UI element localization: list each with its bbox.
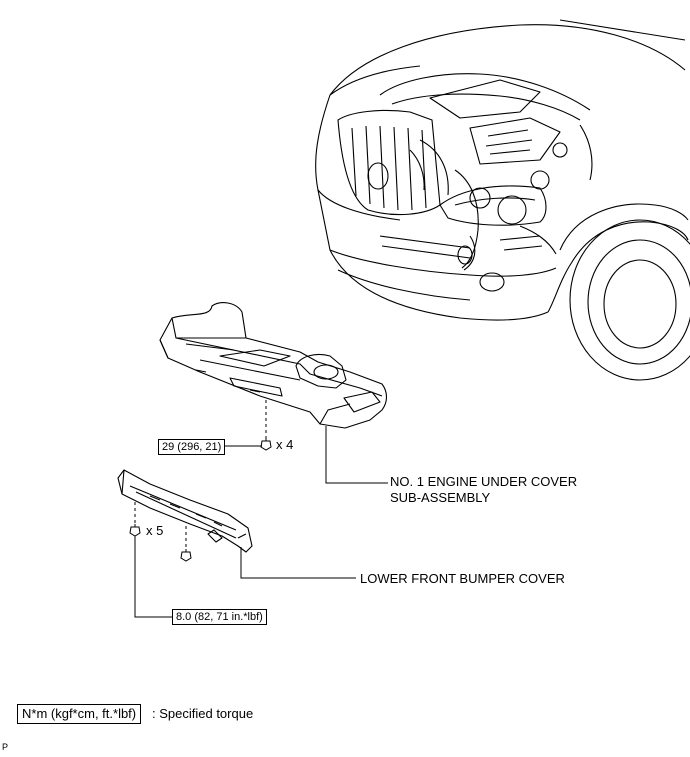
torque-callout-bumper: 8.0 (82, 71 in.*lbf) [172, 609, 267, 625]
leader-lines [134, 426, 388, 618]
engine-cover-bolt-quantity: x 4 [276, 437, 294, 452]
torque-unit-legend-box: N*m (kgf*cm, ft.*lbf) [17, 704, 142, 724]
bolt-icon [260, 438, 272, 451]
engine-under-cover-label-line1: NO. 1 ENGINE UNDER COVER [390, 474, 578, 489]
bumper-bolt-quantity: x 5 [146, 523, 164, 538]
torque-callout-engine-cover: 29 (296, 21) [158, 439, 226, 455]
corner-mark: P [2, 742, 9, 752]
bolt-icon [180, 549, 192, 562]
bolt-icon [129, 524, 141, 537]
lower-front-bumper-cover-label: LOWER FRONT BUMPER COVER [360, 571, 565, 586]
torque-legend-description: : Specified torque [152, 706, 254, 721]
engine-under-cover-illustration [159, 302, 388, 429]
lower-bumper-cover-illustration [117, 469, 253, 553]
installation-guide-lines [134, 400, 267, 549]
vehicle-front-illustration [315, 19, 690, 381]
engine-under-cover-label-line2: SUB-ASSEMBLY [390, 490, 491, 505]
